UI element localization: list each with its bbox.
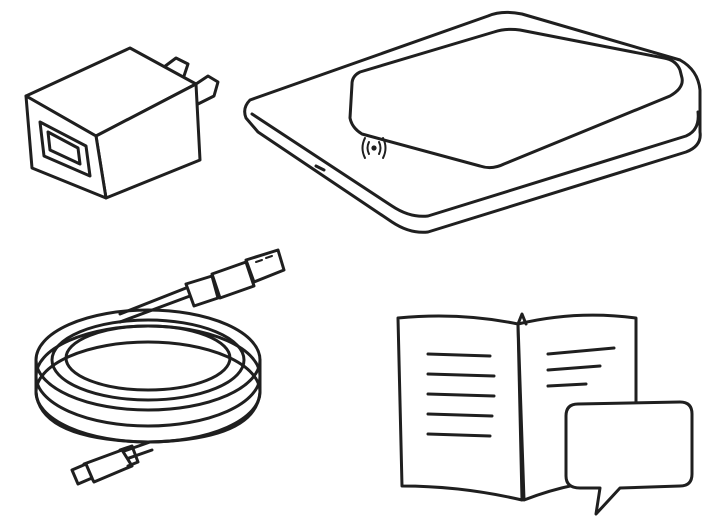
wireless-charging-pad-icon (243, 10, 702, 234)
coiled-usb-cable-icon (34, 248, 286, 486)
charging-port-icon (314, 164, 326, 172)
usb-wall-adapter-icon (24, 46, 220, 200)
wireless-symbol-icon (361, 137, 387, 159)
speech-bubble-icon (564, 400, 694, 516)
instruction-manual-icon (396, 312, 694, 516)
